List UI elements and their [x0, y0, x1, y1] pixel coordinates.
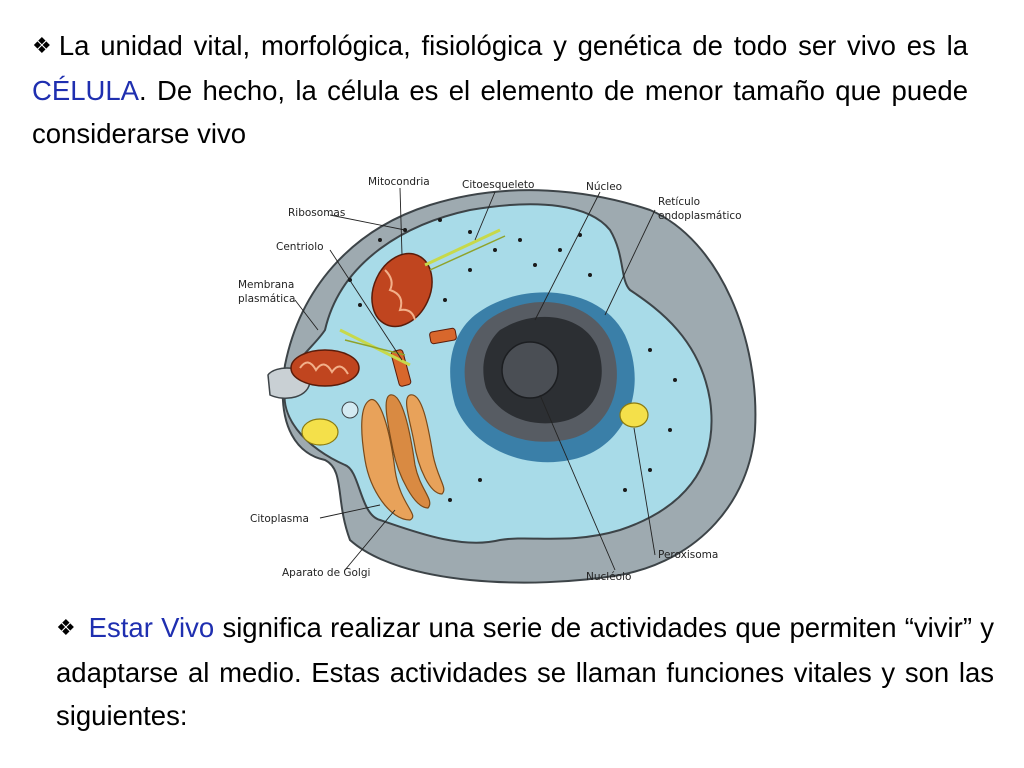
bullet-icon: ❖: [32, 33, 55, 58]
estar-vivo-text: significa realizar una serie de activida…: [56, 612, 995, 731]
label-reticulo-1: Retículo: [658, 196, 700, 208]
celula-highlight: CÉLULA: [32, 75, 139, 106]
label-membrana-1: Membrana: [238, 279, 294, 291]
label-membrana-2: plasmática: [238, 293, 295, 305]
label-reticulo-2: endoplasmático: [658, 210, 742, 222]
peroxisome: [619, 402, 649, 428]
golgi-apparatus: [361, 399, 414, 521]
intro-paragraph: ❖La unidad vital, morfológica, fisiológi…: [32, 24, 968, 155]
label-peroxisoma: Peroxisoma: [658, 549, 718, 561]
label-ribosomas: Ribosomas: [288, 207, 345, 219]
nucleolus: [501, 341, 559, 399]
vesicle-yellow: [301, 418, 339, 446]
label-golgi: Aparato de Golgi: [282, 567, 370, 579]
bullet-icon: ❖: [56, 615, 77, 640]
intro-text-after: . De hecho, la célula es el elemento de …: [32, 75, 968, 149]
label-nucleolo: Nucléolo: [586, 571, 631, 583]
cell-diagram: Mitocondria Citoesqueleto Núcleo Retícul…: [238, 176, 757, 584]
label-citoplasma: Citoplasma: [250, 513, 309, 525]
label-centriolo: Centriolo: [276, 241, 324, 253]
label-nucleo: Núcleo: [586, 181, 622, 193]
label-citoesqueleto: Citoesqueleto: [462, 179, 534, 191]
intro-text-before: La unidad vital, morfológica, fisiológic…: [58, 30, 968, 61]
mitochondrion-small: [290, 349, 360, 387]
estar-vivo-paragraph: ❖ Estar Vivo significa realizar una seri…: [56, 606, 994, 737]
estar-vivo-highlight: Estar Vivo: [88, 612, 215, 643]
label-mitocondria: Mitocondria: [368, 176, 430, 188]
